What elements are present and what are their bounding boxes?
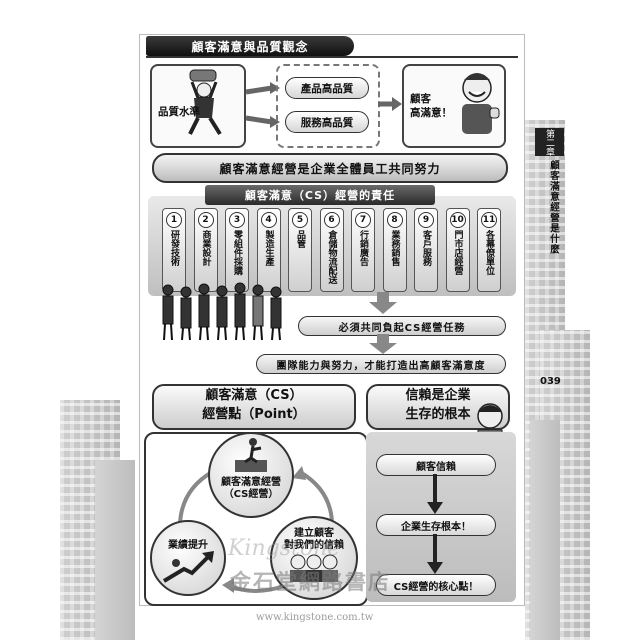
team-power-banner: 團隊能力與努力，才能打造出高顧客滿意度 xyxy=(256,354,506,374)
background-building xyxy=(95,460,135,640)
duty-text: 品管 xyxy=(295,230,305,248)
cs-management-circle: 顧客滿意經營 （CS經營） xyxy=(208,432,294,518)
duty-text: 研發技術 xyxy=(169,230,179,266)
watermark-url: www.kingstone.com.tw xyxy=(256,612,374,623)
duty-text: 客戶服務 xyxy=(421,230,431,266)
chapter-label: 顧客滿意經營是什麼 xyxy=(548,160,559,255)
product-quality-pill: 產品高品質 xyxy=(285,77,369,99)
duty-item: 5 品管 xyxy=(288,208,312,292)
arrow-down-icon xyxy=(369,292,397,314)
duty-number: 1 xyxy=(166,212,182,228)
trust-flow-step-3: CS經營的核心點！ xyxy=(376,574,496,596)
page-number: 039 xyxy=(540,376,561,387)
climbing-businessman-icon xyxy=(235,438,267,472)
effort-banner: 顧客滿意經營是企業全體員工共同努力 xyxy=(152,153,508,183)
duty-text: 業務銷售 xyxy=(389,230,400,266)
trust-building-label: 建立顧客 對我們的信賴 xyxy=(284,528,344,551)
duty-number: 6 xyxy=(323,212,340,228)
customer-panel: 顧客 高滿意！ xyxy=(402,64,506,148)
businessman-lifting-icon xyxy=(188,69,222,136)
arrow-down-icon xyxy=(369,334,397,354)
trust-flow-step-2: 企業生存根本！ xyxy=(376,514,496,536)
duty-item: 11 各幕僚單位 xyxy=(477,208,501,292)
duty-number: 10 xyxy=(449,212,466,228)
duty-item: 2 商業設計 xyxy=(193,208,218,292)
duty-item: 4 製造生產 xyxy=(256,208,281,292)
duty-number: 9 xyxy=(418,212,434,228)
team-people-icon xyxy=(162,282,282,341)
customer-satisfied-label: 顧客 高滿意！ xyxy=(410,93,452,119)
duty-item: 8 業務銷售 xyxy=(382,208,407,292)
trust-building-circle: 建立顧客 對我們的信賴 xyxy=(270,516,358,600)
duty-number: 5 xyxy=(292,212,308,228)
cs-point-title: 顧客滿意（CS） 經營點（Point） xyxy=(152,384,356,430)
arrow-down-icon xyxy=(427,534,443,574)
watermark-store: 金石堂網路書店 xyxy=(230,569,391,594)
duty-number: 2 xyxy=(197,212,214,228)
service-quality-pill: 服務高品質 xyxy=(285,111,369,133)
quality-level-label: 品質水準 xyxy=(158,106,200,118)
duty-item: 9 客戶服務 xyxy=(414,208,438,292)
watermark-brand: Kingstone xyxy=(228,536,341,561)
duty-number: 3 xyxy=(229,212,245,228)
background-building xyxy=(530,420,560,640)
duty-text: 各幕僚單位 xyxy=(484,230,494,275)
customers-group-icon xyxy=(290,554,338,582)
cs-duty-title: 顧客滿意（CS）經營的責任 xyxy=(205,185,435,205)
duty-text: 製造生產 xyxy=(263,230,274,266)
arrow-right-icon xyxy=(378,97,402,111)
trust-flow-step-1: 顧客信賴 xyxy=(376,454,496,476)
performance-label: 業績提升 xyxy=(168,540,208,551)
arrow-down-icon xyxy=(427,474,443,514)
duty-text: 行銷廣告 xyxy=(358,230,368,266)
duty-number: 4 xyxy=(260,212,277,228)
duty-item: 10 門市店經營 xyxy=(445,208,470,292)
title-underline xyxy=(146,56,518,58)
duty-text: 零組件採購 xyxy=(232,230,242,275)
quality-panel: 品質水準 xyxy=(150,64,246,148)
page-title: 顧客滿意與品質觀念 xyxy=(146,36,354,56)
duty-number: 7 xyxy=(355,212,371,228)
cs-management-label: 顧客滿意經營 （CS經營） xyxy=(221,477,281,500)
duty-number: 8 xyxy=(386,212,403,228)
must-share-banner: 必須共同負起CS經營任務 xyxy=(298,316,506,336)
performance-circle: 業績提升 xyxy=(150,520,226,596)
duty-text: 商業設計 xyxy=(200,230,211,266)
duty-item: 1 研發技術 xyxy=(162,208,186,292)
duty-text: 倉儲物流配送 xyxy=(326,230,337,284)
duty-item: 7 行銷廣告 xyxy=(351,208,375,292)
rising-arrow-icon xyxy=(162,551,214,583)
chapter-tab: 第二章 xyxy=(535,128,564,156)
duty-item: 3 零組件採購 xyxy=(225,208,249,292)
duty-item: 6 倉儲物流配送 xyxy=(319,208,344,292)
duty-text: 門市店經營 xyxy=(452,230,463,275)
quality-arrows xyxy=(245,82,280,128)
happy-customer-icon xyxy=(462,73,500,134)
duty-number: 11 xyxy=(481,212,497,228)
